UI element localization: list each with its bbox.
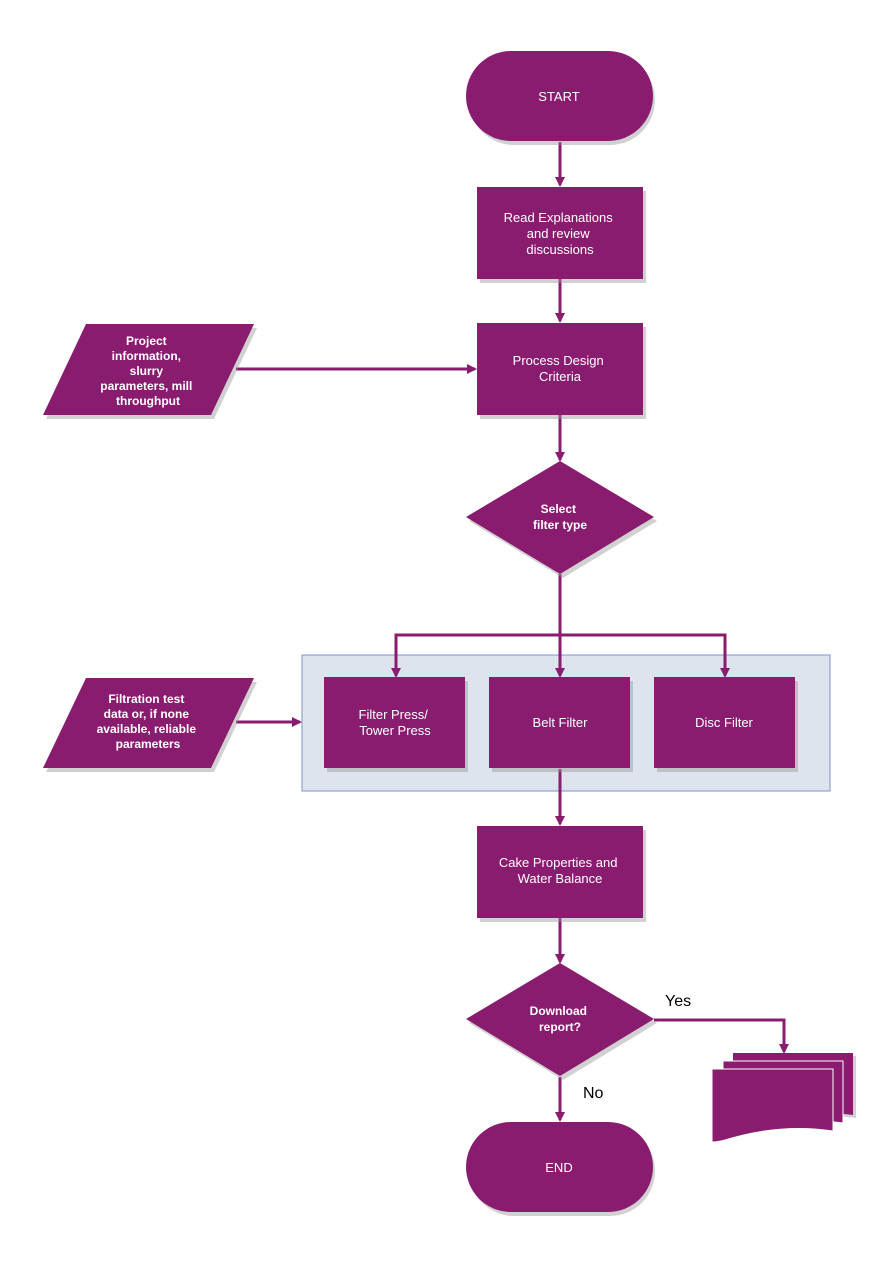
cake-properties-process: [477, 826, 643, 918]
disc-filter-process: [654, 677, 795, 768]
yes-label: Yes: [665, 993, 691, 1010]
start-terminal: [466, 51, 653, 141]
filtration-test-label: Filtration test data or, if none availab…: [97, 692, 200, 751]
project-information-input: [43, 324, 254, 415]
report-documents: [711, 1053, 856, 1143]
no-label: No: [583, 1085, 604, 1102]
start-label: START: [538, 89, 579, 104]
filtration-test-input: [43, 678, 254, 768]
filter-press-label: Filter Press/ Tower Press: [359, 707, 432, 738]
arrow-branch-filter-press: [391, 633, 560, 678]
belt-filter-process: [489, 677, 630, 768]
select-filter-type-decision: [466, 461, 654, 574]
arrow-download-to-report: [654, 1018, 789, 1054]
end-terminal: [466, 1122, 653, 1212]
report-document-front: [711, 1068, 834, 1143]
download-report-label: Download report?: [530, 1004, 591, 1034]
select-filter-type-label: Select filter type: [533, 502, 587, 532]
process-design-criteria-label: Process Design Criteria: [513, 353, 608, 384]
disc-filter-label: Disc Filter: [695, 715, 753, 730]
process-design-criteria: [477, 323, 643, 415]
cake-properties-label: Cake Properties and Water Balance: [499, 855, 621, 886]
read-explanations-process: [477, 187, 643, 279]
end-label: END: [545, 1160, 572, 1175]
read-explanations-label: Read Explanations and review discussions: [504, 210, 617, 257]
filter-press-process: [324, 677, 465, 768]
project-information-label: Project information, slurry parameters, …: [100, 334, 195, 408]
arrow-branch-disc: [560, 633, 730, 678]
belt-filter-label: Belt Filter: [533, 715, 589, 730]
download-report-decision: [466, 963, 654, 1076]
